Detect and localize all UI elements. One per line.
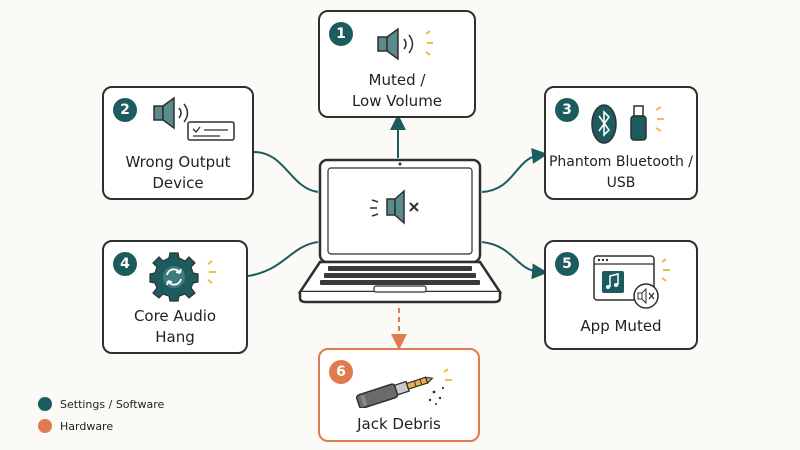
connector-4	[247, 241, 319, 277]
app-window-muted-icon	[593, 255, 670, 309]
legend-label: Hardware	[60, 419, 114, 433]
badge-number: 4	[113, 252, 137, 276]
bluetooth-usb-icon	[591, 104, 664, 144]
legend-swatch-hardware	[38, 419, 52, 433]
connector-2	[253, 151, 319, 193]
connector-3	[481, 148, 548, 193]
laptop-muted-speaker-icon	[297, 158, 503, 304]
audio-jack-debris-icon	[355, 368, 452, 408]
cause-label: Core Audio Hang	[133, 307, 217, 346]
speaker-low-volume-icon	[377, 27, 433, 61]
badge-number: 5	[555, 252, 579, 276]
cause-card-5: 5 App Muted	[544, 240, 698, 350]
cause-label: App Muted	[580, 317, 662, 335]
cause-label: Phantom Bluetooth / USB	[548, 154, 694, 191]
gear-refresh-icon	[149, 252, 216, 302]
badge-number: 2	[113, 98, 137, 122]
badge-number: 3	[555, 98, 579, 122]
legend-label: Settings / Software	[60, 397, 165, 411]
speaker-output-device-icon	[153, 96, 235, 141]
legend-item-software: Settings / Software	[38, 397, 164, 411]
cause-label: Wrong Output Device	[125, 153, 231, 192]
legend-swatch-software	[38, 397, 52, 411]
cause-card-4: 4 Core Audio Hang	[102, 240, 248, 354]
legend-item-hardware: Hardware	[38, 419, 113, 433]
badge-number: 6	[329, 360, 353, 384]
cause-card-1: 1 Muted / Low Volume	[318, 10, 476, 118]
badge-number: 1	[329, 22, 353, 46]
cause-card-3: 3 Phantom Bluetooth / USB	[544, 86, 698, 200]
cause-card-6: 6 Jack Debris	[318, 348, 480, 442]
cause-label: Muted / Low Volume	[351, 71, 443, 110]
cause-card-2: 2 Wrong Output Device	[102, 86, 254, 200]
connector-5	[481, 241, 548, 280]
cause-label: Jack Debris	[357, 415, 441, 433]
